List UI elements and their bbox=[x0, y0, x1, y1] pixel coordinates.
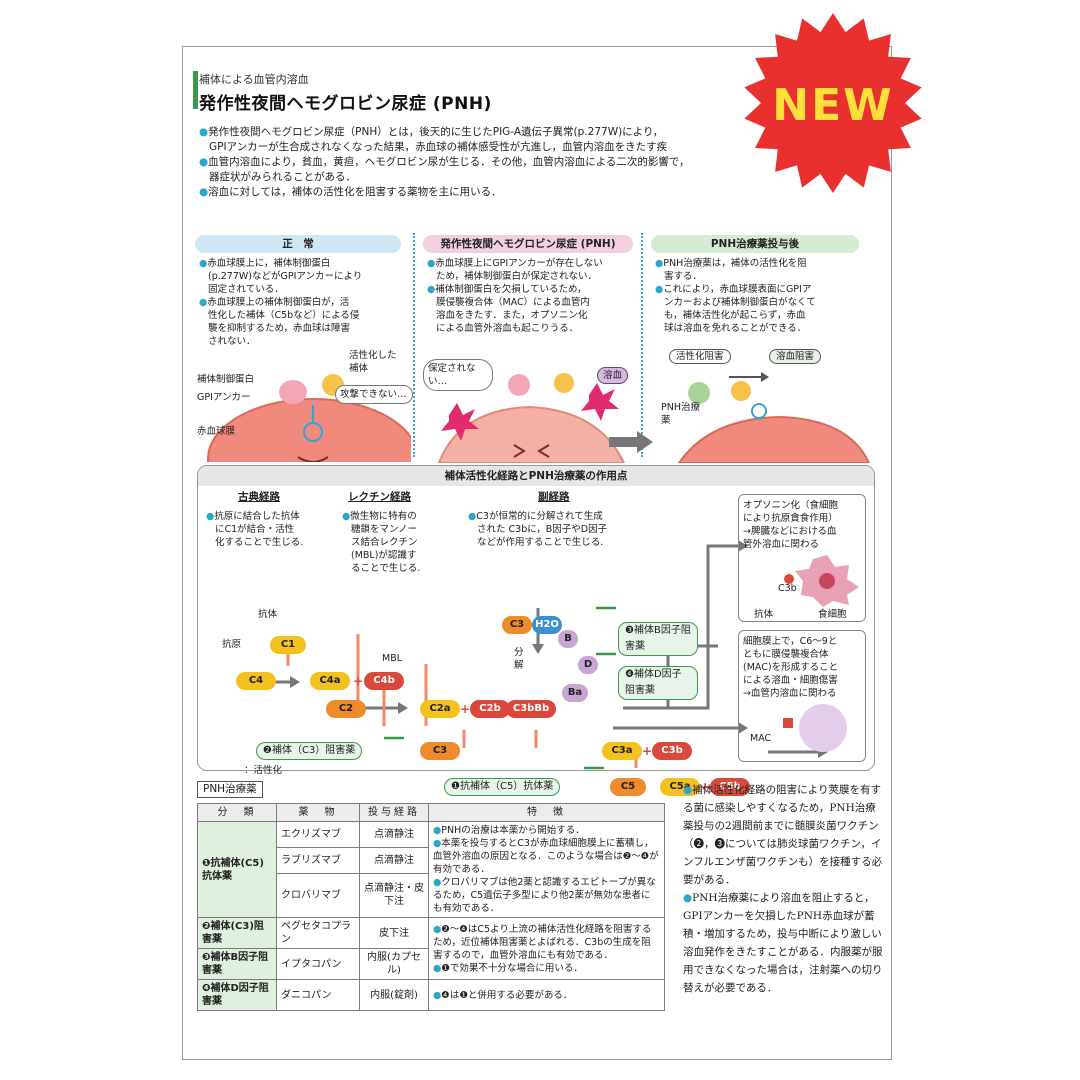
table-header: 薬 物 bbox=[276, 803, 360, 822]
section-subheading: 補体による血管内溶血 bbox=[199, 73, 309, 86]
side-notes: ●補体活性化経路の阻害により莢膜を有する菌に感染しやすくなるため，PNH治療薬投… bbox=[683, 784, 883, 994]
label-antigen: 抗原 bbox=[222, 639, 242, 650]
intro-line: 血管内溶血により，貧血，黄疸，ヘモグロビン尿が生じる．その他，血管内溶血による二… bbox=[208, 156, 690, 168]
component-c1: C1 bbox=[270, 636, 306, 654]
speech-cannot-attack: 攻撃できない… bbox=[335, 385, 413, 404]
table-header: 分 類 bbox=[197, 803, 277, 822]
label-mbl: MBL bbox=[382, 653, 403, 664]
intro-text: ●発作性夜間ヘモグロビン尿症（PNH）とは，後天的に生じたPIG-A遺伝子異常(… bbox=[199, 126, 690, 198]
classical-pathway-text: ●抗原に結合した抗体 にC1が結合・活性 化することで生じる. bbox=[206, 511, 304, 548]
component-c4b: C4b bbox=[364, 672, 404, 690]
side-note: PNH治療薬により溶血を阻止すると，GPIアンカーを欠損したPNH赤血球が蓄積・… bbox=[683, 892, 883, 994]
table-caption: PNH治療薬 bbox=[197, 781, 263, 798]
label-hemolysis: 溶血 bbox=[597, 367, 629, 384]
mac-illustration bbox=[783, 704, 847, 752]
table-header: 投与経路 bbox=[359, 803, 429, 822]
table-header: 特 徴 bbox=[428, 803, 665, 822]
page-title: 発作性夜間ヘモグロビン尿症 (PNH) bbox=[199, 94, 492, 114]
intro-line: 発作性夜間ヘモグロビン尿症（PNH）とは，後天的に生じたPIG-A遺伝子異常(p… bbox=[208, 126, 664, 138]
plus-sign: + bbox=[353, 674, 364, 688]
table-row: クロバリマブ 点滴静注・皮下注 bbox=[198, 872, 665, 919]
label-phagocyte: 食細胞 bbox=[818, 609, 847, 620]
new-badge-label: NEW bbox=[772, 80, 894, 131]
panel-pnh-title: 発作性夜間ヘモグロビン尿症 (PNH) bbox=[423, 235, 633, 253]
panel-pnh-text: ●赤血球膜上にGPIアンカーが存在しない ため，補体制御蛋白が保定されない． ●… bbox=[427, 258, 603, 334]
component-c5: C5 bbox=[610, 778, 646, 796]
table-row: ❶抗補体(C5)抗体薬 エクリズマブ 点滴静注 ●PNHの治療は本薬から開始する… bbox=[197, 821, 665, 918]
inhibitor-factor-d: ❹補体D因子阻害薬 bbox=[618, 666, 698, 700]
complement-pathway-box: 補体活性化経路とPNH治療薬の作用点 古典経路 ●抗原に結合した抗体 にC1が結… bbox=[197, 465, 875, 796]
component-c3a: C3a bbox=[602, 742, 642, 760]
component-c4: C4 bbox=[236, 672, 276, 690]
component-c3: C3 bbox=[420, 742, 460, 760]
panel-treated-title: PNH治療薬投与後 bbox=[651, 235, 859, 253]
label-hemolysis-inhibition: 溶血阻害 bbox=[769, 349, 822, 364]
inhibitor-factor-b: ❸補体B因子阻害薬 bbox=[618, 622, 698, 656]
label-activated-complement: 活性化した補体 bbox=[349, 350, 397, 374]
document-page: 補体による血管内溶血 発作性夜間ヘモグロビン尿症 (PNH) ●発作性夜間ヘモグ… bbox=[182, 46, 892, 1060]
plus-sign: + bbox=[460, 702, 471, 716]
component-c2: C2 bbox=[326, 700, 366, 718]
alternative-pathway-text: ●C3が恒常的に分解されて生成 された C3bに，B因子やD因子 などが作用する… bbox=[468, 511, 608, 548]
speech-not-retained: 保定されない… bbox=[423, 359, 493, 391]
pnh-drug-table: 分 類 薬 物 投与経路 特 徴 ❶抗補体(C5)抗体薬 エクリズマブ 点滴静注… bbox=[197, 803, 665, 1011]
lectin-pathway-text: ●微生物に特有の 糖鎖をマンノー ス結合レクチン (MBL)が認識す ることで生… bbox=[342, 511, 421, 574]
plus-sign: + bbox=[700, 780, 711, 794]
panel-divider bbox=[641, 233, 643, 457]
label-mac: MAC bbox=[750, 733, 772, 744]
table-row: ❹補体D因子阻害薬 ダニコパン 内服(錠剤) ●❹は❶と併用する必要がある． bbox=[197, 979, 665, 1011]
label-opsonin-antibody: 抗体 bbox=[754, 609, 774, 620]
title-accent-bar bbox=[193, 71, 198, 109]
label-pnh-drug: PNH治療薬 bbox=[661, 402, 700, 426]
label-gpi-anchor: GPIアンカー bbox=[197, 392, 251, 403]
label-split: 分解 bbox=[514, 647, 524, 671]
intro-line: GPIアンカーが生合成されなくなった結果，赤血球の補体感受性が亢進し，血管内溶血… bbox=[209, 141, 668, 153]
pathway-arrows bbox=[250, 540, 828, 770]
component-c4a: C4a bbox=[310, 672, 350, 690]
panel-divider bbox=[413, 233, 415, 457]
pathway-title: 補体活性化経路とPNH治療薬の作用点 bbox=[198, 466, 874, 486]
lectin-pathway-title: レクチン経路 bbox=[348, 491, 411, 503]
component-c5a: C5a bbox=[660, 778, 700, 796]
component-ba: Ba bbox=[562, 684, 588, 702]
component-c2a: C2a bbox=[420, 700, 460, 718]
component-c3b: C3b bbox=[652, 742, 692, 760]
alternative-pathway-title: 副経路 bbox=[538, 491, 570, 503]
label-complement-regulator: 補体制御蛋白 bbox=[197, 374, 255, 385]
label-rbc-membrane: 赤血球膜 bbox=[197, 426, 236, 437]
new-badge-burst bbox=[744, 13, 922, 193]
plus-sign: + bbox=[642, 744, 653, 758]
label-c3b-opsonin: C3b bbox=[778, 583, 797, 594]
intro-line: 溶血に対しては，補体の活性化を阻害する薬物を主に用いる． bbox=[208, 186, 502, 198]
panel-normal-title: 正 常 bbox=[195, 235, 401, 253]
treated-rbc-illustration bbox=[677, 372, 871, 463]
phagocyte-illustration bbox=[784, 555, 859, 607]
panel-treated-text: ●PNH治療薬は，補体の活性化を阻 害する． ●これにより，赤血球膜表面にGPI… bbox=[655, 258, 816, 334]
component-h2o: H2O bbox=[532, 616, 562, 634]
inhibitor-c3: ❷補体（C3）阻害薬 bbox=[256, 742, 363, 760]
normal-rbc-illustration bbox=[207, 374, 411, 462]
inhibitor-c5: ❶抗補体（C5）抗体薬 bbox=[444, 778, 561, 796]
component-c3-tickover: C3 bbox=[502, 616, 532, 634]
component-c2b: C2b bbox=[470, 700, 510, 718]
component-c3bbb: C3bBb bbox=[506, 700, 556, 718]
component-c5b: C5b bbox=[710, 778, 750, 796]
table-row: ❷補体(C3)阻害薬 ペグセタコプラン 皮下注 ●❷〜❹はC5より上流の補体活性… bbox=[197, 917, 665, 980]
panel-normal-text: ●赤血球膜上に，補体制御蛋白 (p.277W)などがGPIアンカーにより 固定さ… bbox=[199, 258, 363, 347]
component-d: D bbox=[578, 656, 598, 674]
table-row: ❸補体B因子阻害薬 イプタコパン 内服(カプセル) bbox=[197, 948, 665, 980]
mac-box: 細胞膜上で，C6〜9と ともに膜侵襲複合体 (MAC)を形成すること による溶血… bbox=[738, 630, 866, 762]
component-b: B bbox=[558, 630, 578, 648]
opsonization-box: オプソニン化（食細胞 により抗原貪食作用） →脾臓などにおける血 管外溶血に関わ… bbox=[738, 494, 866, 622]
legend-activation: ：活性化 bbox=[244, 765, 283, 776]
side-note: 補体活性化経路の阻害により莢膜を有する菌に感染しやすくなるため，PNH治療薬投与… bbox=[683, 784, 883, 886]
intro-line: 器症状がみられることがある． bbox=[209, 171, 356, 183]
label-activation-inhibition: 活性化阻害 bbox=[669, 349, 731, 364]
label-antibody: 抗体 bbox=[258, 609, 278, 620]
transition-arrow bbox=[609, 431, 653, 453]
classical-pathway-title: 古典経路 bbox=[238, 491, 280, 503]
